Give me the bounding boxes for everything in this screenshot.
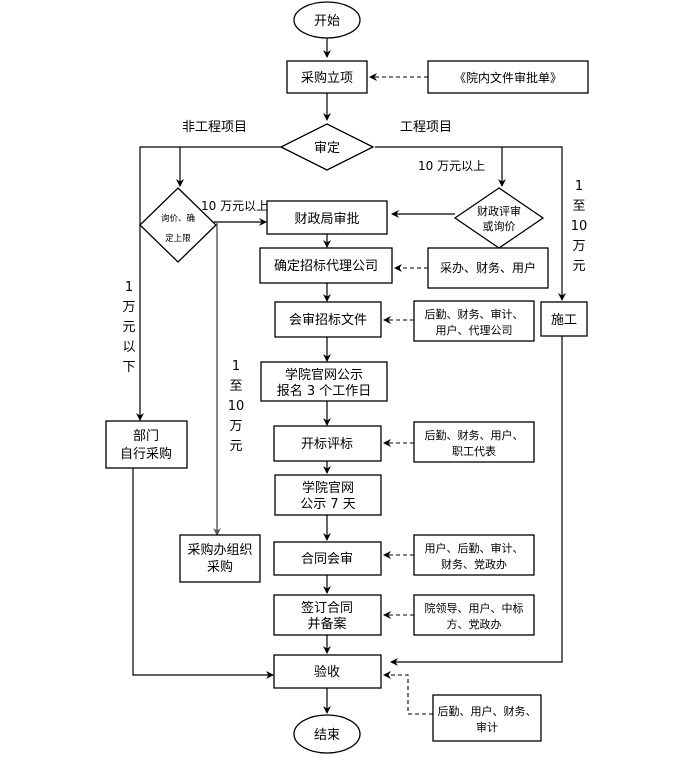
bid-opening-participants-line2: 职工代表 [452, 444, 496, 458]
over-10w-left-label: 10 万元以上 [201, 199, 268, 213]
contract-review-participants-node: 用户、后勤、审计、 财务、党政办 [413, 534, 535, 576]
bid-docs-participants-node: 后勤、财务、审计、 用户、代理公司 [413, 300, 535, 342]
engineering-label: 工程项目 [400, 120, 452, 135]
start-label: 开始 [314, 14, 340, 29]
sign-contract-participants-line2: 方、党政办 [447, 617, 502, 631]
range-right-char: 1 [575, 179, 583, 194]
purchase-project-label: 采购立项 [301, 70, 353, 86]
acceptance-node: 验收 [273, 654, 382, 689]
end-node: 结束 [293, 714, 361, 754]
range-1-10w-left-label: 1 至 10 万 元 [228, 359, 245, 454]
range-left-char: 10 [228, 399, 245, 414]
non-engineering-label: 非工程项目 [182, 120, 247, 135]
start-node: 开始 [293, 1, 361, 39]
contract-review-participants-line1: 用户、后勤、审计、 [425, 541, 524, 555]
range-left-char: 万 [229, 419, 242, 434]
website-notice-3-node: 学院官网公示 报名 3 个工作日 [260, 361, 388, 402]
arrow-under-1w-to-dept [136, 146, 281, 421]
bid-opening-node: 开标评标 [273, 425, 382, 462]
review-decision: 审定 [279, 123, 375, 171]
contract-review-participants-line2: 财务、党政办 [441, 557, 507, 571]
contract-review-label: 合同会审 [301, 552, 353, 567]
bid-opening-participants-node: 后勤、财务、用户、 职工代表 [413, 421, 535, 463]
range-right-char: 至 [572, 199, 585, 214]
sign-contract-participants-node: 院领导、用户、中标 方、党政办 [413, 594, 535, 636]
range-right-char: 10 [571, 219, 588, 234]
bid-docs-participants-line1: 后勤、财务、审计、 [425, 307, 524, 321]
dept-self-purchase-node: 部门 自行采购 [105, 420, 188, 469]
range-left-char: 1 [232, 359, 240, 374]
construction-node: 施工 [540, 301, 588, 337]
over-10w-right-label: 10 万元以上 [418, 159, 485, 173]
review-label: 审定 [314, 141, 340, 156]
sign-contract-node: 签订合同 并备案 [273, 594, 382, 636]
agency-participants-label: 采办、财务、用户 [440, 260, 536, 275]
under-1w-label: 1 万 元 以 下 [122, 280, 135, 375]
under-1w-char: 1 [125, 280, 133, 295]
acceptance-participants-line2: 审计 [476, 720, 498, 734]
under-1w-char: 元 [122, 320, 135, 335]
dept-self-purchase-line1: 部门 [133, 429, 159, 444]
acceptance-participants-node: 后勤、用户、财务、 审计 [432, 694, 542, 742]
acceptance-label: 验收 [314, 664, 340, 680]
finance-review-label-line2: 或询价 [483, 220, 516, 233]
under-1w-char: 以 [122, 340, 135, 355]
acceptance-participants-line1: 后勤、用户、财务、 [438, 704, 537, 718]
contract-review-node: 合同会审 [273, 541, 382, 576]
inquiry-limit-label-line1: 询价、确 [161, 213, 195, 224]
internal-doc-label: 《院内文件审批单》 [454, 70, 562, 85]
website-notice-3-line1: 学院官网公示 [285, 367, 363, 383]
purchase-project-node: 采购立项 [286, 60, 368, 94]
purchase-office-line1: 采购办组织 [187, 542, 252, 558]
range-left-char: 至 [229, 379, 242, 394]
finance-bureau-node: 财政局审批 [266, 200, 388, 235]
website-notice-7-line1: 学院官网 [302, 480, 354, 496]
range-left-char: 元 [229, 439, 242, 454]
sign-contract-participants-line1: 院领导、用户、中标 [425, 601, 524, 615]
confirm-agency-label: 确定招标代理公司 [274, 259, 378, 274]
under-1w-char: 下 [122, 360, 135, 375]
sign-contract-line1: 签订合同 [301, 600, 353, 616]
review-bid-docs-label: 会审招标文件 [289, 313, 367, 328]
finance-review-label-line1: 财政评审 [477, 204, 521, 218]
review-bid-docs-node: 会审招标文件 [274, 301, 382, 338]
under-1w-char: 万 [122, 300, 135, 315]
range-1-10w-right-label: 1 至 10 万 元 [571, 179, 588, 274]
purchase-office-line2: 采购 [207, 559, 233, 575]
inquiry-limit-label-line2: 定上限 [165, 233, 191, 244]
bid-opening-participants-line1: 后勤、财务、用户、 [425, 428, 524, 442]
sign-contract-line2: 并备案 [307, 616, 346, 632]
dashed-arrow-acceptance-participants [383, 671, 433, 715]
finance-review-decision: 财政评审 或询价 [453, 187, 545, 249]
finance-bureau-label: 财政局审批 [294, 212, 359, 227]
range-right-char: 元 [572, 259, 585, 274]
range-right-char: 万 [572, 239, 585, 254]
internal-doc-node: 《院内文件审批单》 [427, 60, 589, 94]
construction-label: 施工 [551, 313, 577, 328]
website-notice-7-node: 学院官网 公示 7 天 [274, 474, 382, 516]
dept-self-purchase-line2: 自行采购 [120, 446, 172, 462]
arrow-to-construction [375, 146, 566, 301]
inquiry-limit-decision: 询价、确 定上限 [139, 187, 217, 263]
arrow-construction-to-acceptance [390, 336, 563, 666]
arrow-dept-to-acceptance [132, 468, 274, 679]
bid-opening-label: 开标评标 [301, 437, 353, 452]
confirm-agency-node: 确定招标代理公司 [259, 247, 393, 284]
bid-docs-participants-line2: 用户、代理公司 [436, 323, 513, 337]
connectors [132, 38, 566, 715]
agency-participants-node: 采办、财务、用户 [427, 247, 549, 289]
website-notice-7-line2: 公示 7 天 [300, 497, 356, 512]
purchase-office-node: 采购办组织 采购 [179, 534, 261, 583]
website-notice-3-line2: 报名 3 个工作日 [277, 383, 372, 399]
end-label: 结束 [314, 728, 340, 743]
edge-labels: 非工程项目 工程项目 10 万元以上 10 万元以上 1 万 元 以 下 1 至… [122, 120, 587, 454]
